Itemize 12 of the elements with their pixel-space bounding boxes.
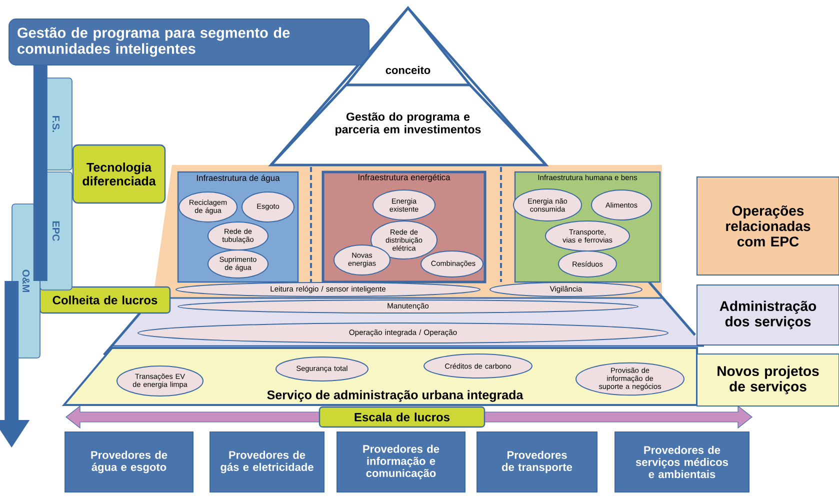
provider-box: Provedores de água e esgoto (64, 432, 194, 492)
provider-box: Provedores de serviços médicos e ambientais (614, 432, 750, 492)
highlight-box: Tecnologia diferenciada (72, 144, 166, 204)
category-box: Operações relacionadas com EPC (696, 176, 839, 276)
provider-box: Provedores de gás e eletricidade (210, 432, 324, 492)
provider-box: Provedores de informação e comunicação (336, 432, 466, 492)
title-banner: Gestão de programa para segmento de comunidades inteligentes (8, 18, 370, 66)
category-box: Novos projetos de serviços (696, 354, 839, 406)
highlight-box: Escala de lucros (318, 406, 486, 428)
category-box: Administração dos serviços (696, 284, 839, 346)
provider-box: Provedores de transporte (476, 432, 598, 492)
highlight-box: Colheita de lucros (39, 286, 171, 314)
